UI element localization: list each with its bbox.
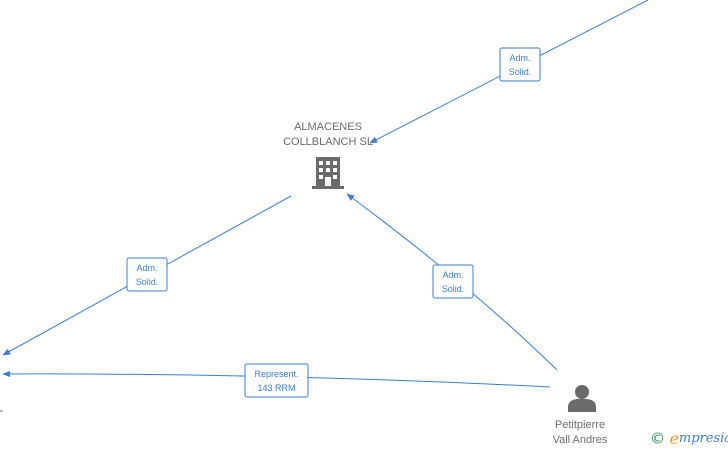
company-name-line1: ALMACENES: [294, 121, 362, 133]
person-icon[interactable]: [568, 385, 596, 412]
edge-label-line2: Solid.: [136, 277, 159, 287]
edge-label-line1: Represent.: [254, 369, 298, 379]
edge-label-person-to-company[interactable]: Adm. Solid.: [432, 264, 474, 299]
copyright-icon: ©: [650, 429, 665, 448]
edge-label-person-to-left[interactable]: Represent. 143 RRM: [244, 363, 309, 398]
empresia-watermark: © empresia: [650, 429, 728, 449]
company-node-label[interactable]: ALMACENES COLLBLANCH SL: [248, 120, 408, 150]
edge-label-from-top-right[interactable]: Adm. Solid.: [499, 47, 541, 82]
person-node-label[interactable]: Petitpierre Vall Andres: [520, 418, 640, 448]
edge-label-line1: Adm.: [509, 53, 530, 63]
edge-label-line2: 143 RRM: [257, 383, 295, 393]
brand-initial: e: [669, 429, 679, 448]
company-name-line2: COLLBLANCH SL: [283, 136, 373, 148]
edge-label-line1: Adm.: [136, 263, 157, 273]
edge-label-line2: Solid.: [442, 284, 465, 294]
edge-label-line2: Solid.: [509, 67, 532, 77]
person-name-line2: Vall Andres: [552, 434, 608, 446]
edge-label-company-to-left[interactable]: Adm. Solid.: [126, 257, 168, 292]
person-name-line1: Petitpierre: [554, 419, 606, 431]
brand-name: mpresia: [678, 431, 728, 446]
building-icon[interactable]: [312, 157, 344, 189]
edge-label-line1: Adm.: [442, 270, 463, 280]
